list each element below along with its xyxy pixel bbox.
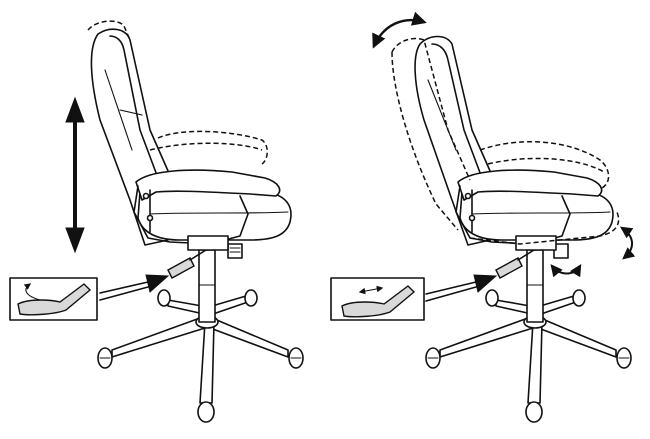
tilt-mechanism-arrow-icon <box>550 263 582 278</box>
tilt-seat-arrow-icon <box>620 226 636 260</box>
chair-dashed-tilted <box>391 37 620 245</box>
panel-height-adjustment <box>9 20 304 423</box>
tilt-lever <box>495 257 523 279</box>
gas-lift-column <box>526 243 569 323</box>
pointer-arrow-icon <box>425 274 498 302</box>
chair-solid <box>414 35 614 251</box>
chair-dashed-raised <box>87 20 268 165</box>
pointer-arrow-icon <box>99 274 170 301</box>
panel-tilt-adjustment <box>330 11 636 423</box>
height-lever <box>167 257 195 279</box>
chair-solid <box>90 28 292 251</box>
vertical-arrow-icon <box>65 96 85 254</box>
inset-lever-lift <box>9 277 98 321</box>
inset-lever-push-pull <box>330 277 425 321</box>
gas-lift-column <box>198 243 243 323</box>
curved-arrow-icon <box>372 11 427 49</box>
